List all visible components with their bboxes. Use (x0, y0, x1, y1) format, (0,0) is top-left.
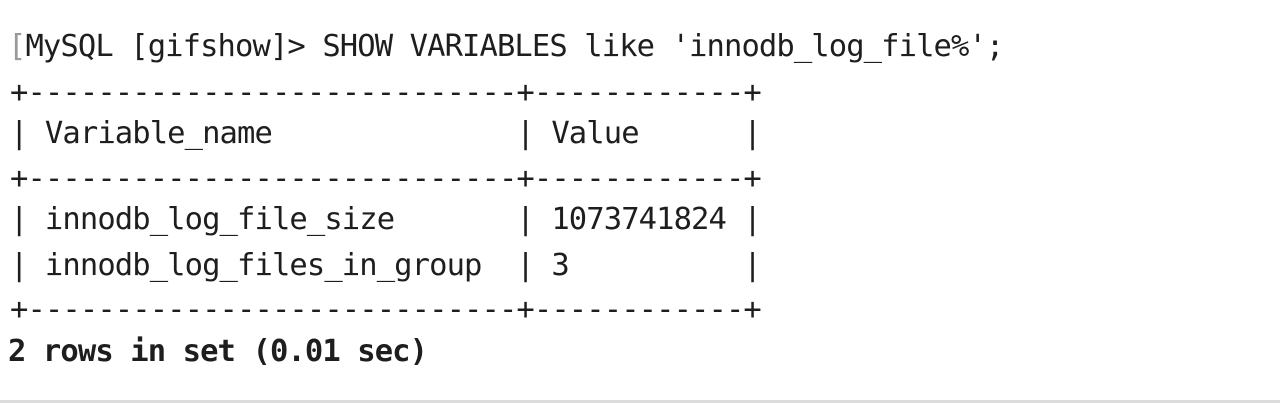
table-header-border: +----------------------------+----------… (10, 161, 762, 196)
command-line[interactable]: [MySQL [gifshow]> SHOW VARIABLES like 'i… (8, 25, 1004, 69)
table-row-log-file-size: | innodb_log_file_size | 1073741824 | (10, 202, 762, 237)
bottom-divider (0, 400, 1280, 403)
table-bottom-border: +----------------------------+----------… (10, 292, 762, 327)
table-header-row: | Variable_name | Value | (10, 116, 762, 151)
sql-command[interactable]: SHOW VARIABLES like 'innodb_log_file%'; (322, 29, 1004, 64)
table-top-border: +----------------------------+----------… (10, 75, 762, 110)
table-row-log-files-in-group: | innodb_log_files_in_group | 3 | (10, 248, 762, 283)
mysql-prompt: MySQL [gifshow]> (25, 29, 323, 64)
prompt-bracket: [ (8, 29, 26, 64)
result-summary: 2 rows in set (0.01 sec) (8, 334, 428, 369)
